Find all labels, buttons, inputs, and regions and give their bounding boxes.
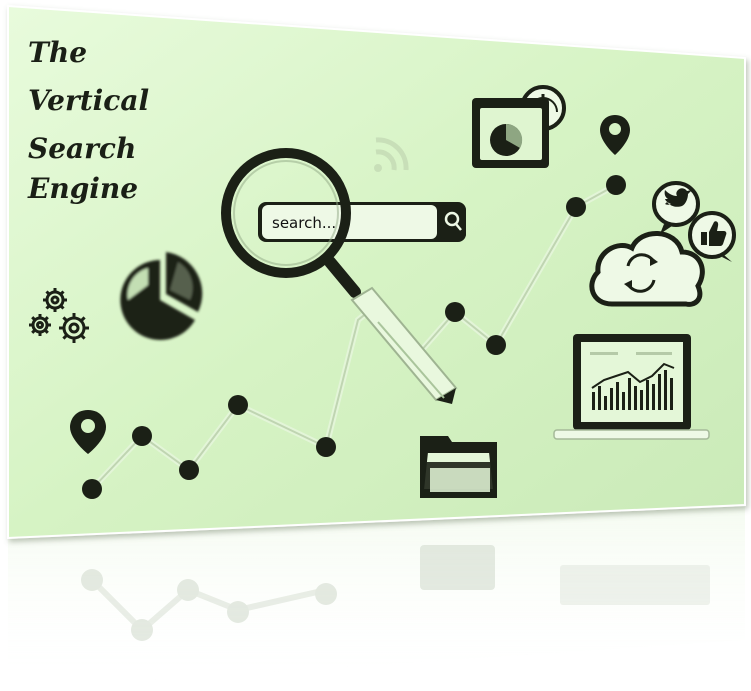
map-pin-icon xyxy=(70,410,106,454)
search-bar[interactable]: search... xyxy=(258,202,466,242)
graph-node xyxy=(228,395,248,415)
folder-icon xyxy=(420,436,497,498)
like-bubble-icon xyxy=(688,211,736,262)
title-line-2: Vertical xyxy=(28,84,149,117)
graph-node xyxy=(486,335,506,355)
line-graph xyxy=(82,175,626,499)
cloud-sync-icon xyxy=(589,231,705,307)
graph-node xyxy=(179,460,199,480)
search-placeholder: search... xyxy=(272,214,336,232)
rss-icon xyxy=(374,137,409,172)
title-line-1: The xyxy=(28,36,87,69)
search-icon xyxy=(444,211,462,231)
graph-node xyxy=(316,437,336,457)
monitor-chart-icon xyxy=(472,98,549,168)
title: The Vertical Search Engine xyxy=(27,36,149,205)
graph-node xyxy=(606,175,626,195)
graph-node xyxy=(132,426,152,446)
graph-node xyxy=(82,479,102,499)
graph-node xyxy=(566,197,586,217)
pie-chart-icon xyxy=(120,252,203,340)
laptop-chart-icon xyxy=(553,334,710,440)
search-button[interactable] xyxy=(440,205,466,239)
gears-icon xyxy=(29,288,89,343)
magnifier-icon xyxy=(221,148,361,298)
graph-node xyxy=(445,302,465,322)
map-pin-icon xyxy=(600,115,630,155)
pencil-icon xyxy=(350,286,458,404)
reflection xyxy=(8,505,745,690)
title-line-4: Engine xyxy=(27,172,138,205)
title-line-3: Search xyxy=(28,132,136,165)
card xyxy=(7,4,746,540)
twitter-bubble-icon xyxy=(652,181,700,234)
